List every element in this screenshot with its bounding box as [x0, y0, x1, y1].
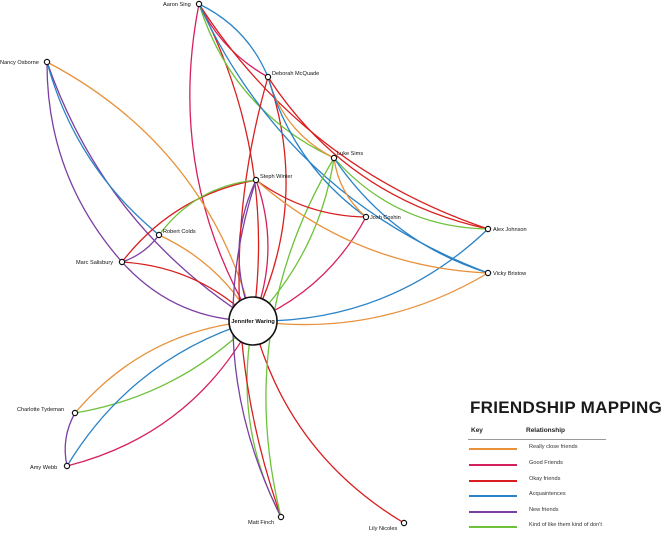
legend-key-header: Key — [471, 427, 483, 434]
edge-center-lily — [252, 320, 405, 524]
legend-swatch — [469, 495, 517, 497]
legend-label: Kind of like them kind of don't — [529, 522, 602, 528]
node-label-aaron: Aaron Sing — [163, 2, 191, 8]
legend-label: Really close friends — [529, 444, 578, 450]
edge-center-nancy — [46, 61, 254, 322]
node-marc — [118, 258, 126, 266]
edge-aaron-deborah — [198, 3, 269, 78]
node-label-matt: Matt Finch — [248, 520, 274, 526]
legend-label: Acquaintences — [529, 491, 566, 497]
node-label-marc: Marc Salisbury — [76, 260, 113, 266]
edge-nancy-robert — [46, 61, 160, 236]
edge-center-matt — [246, 320, 282, 518]
node-label-deborah: Deborah McQuade — [272, 71, 319, 77]
node-amy — [63, 462, 71, 470]
edge-luke-josh — [333, 157, 367, 218]
edge-luke-vicky — [333, 157, 489, 274]
node-label-charlotte: Charlotte Tydeman — [17, 407, 64, 413]
node-deborah — [264, 73, 272, 81]
node-charlotte — [71, 409, 79, 417]
edge-marc-robert — [121, 234, 160, 263]
node-label-luke: Luke Sims — [337, 151, 363, 157]
edge-steph-robert — [158, 179, 257, 236]
node-label-vicky: Vicky Bristow — [493, 271, 527, 277]
relationship-edges — [46, 3, 489, 524]
node-matt — [277, 513, 285, 521]
edge-aaron-vicky — [198, 3, 489, 274]
legend-swatch — [469, 448, 517, 450]
edge-deborah-josh — [267, 76, 367, 218]
edge-aaron-luke — [198, 3, 335, 159]
node-label-steph: Steph Winter — [260, 174, 292, 180]
edge-deborah-matt — [238, 76, 282, 518]
node-label-nancy: Nancy Osborne — [0, 60, 39, 66]
edge-luke-alex — [333, 157, 489, 230]
node-label-alex: Alex Johnson — [493, 227, 527, 233]
edge-steph-marc — [121, 179, 257, 263]
center-node-label: Jennifer Waring — [231, 319, 275, 325]
legend-label: New friends — [529, 507, 559, 513]
edge-center-charlotte — [74, 320, 254, 414]
node-steph — [252, 176, 260, 184]
edge-center-alex — [252, 228, 489, 322]
edge-center-deborah — [252, 76, 287, 322]
edge-center-aaron — [198, 3, 260, 322]
node-aaron — [195, 0, 203, 8]
edge-deborah-luke — [267, 76, 335, 159]
legend-swatch — [469, 480, 517, 482]
legend-swatch — [469, 511, 517, 513]
node-vicky — [484, 269, 492, 277]
edge-center-charlotte — [74, 320, 254, 414]
edge-center-vicky — [252, 272, 489, 326]
edge-center-luke — [252, 157, 335, 322]
edge-center-amy — [66, 320, 254, 467]
edge-charlotte-amy — [64, 412, 76, 467]
edge-center-aaron — [189, 3, 254, 322]
node-label-amy: Amy Webb — [30, 465, 57, 471]
node-nancy — [43, 58, 51, 66]
legend-relationship-header: Relationship — [526, 427, 566, 434]
legend-label: Good Friends — [529, 460, 563, 466]
node-label-josh: Josh Coshin — [370, 215, 401, 221]
edge-steph-matt — [232, 179, 282, 518]
center-node — [228, 296, 278, 346]
node-label-lily: Lily Nicoles — [369, 526, 397, 532]
legend-label: Okay friends — [529, 476, 561, 482]
node-luke — [330, 154, 338, 162]
edge-aaron-deborah — [198, 3, 269, 78]
node-lily — [400, 519, 408, 527]
node-label-robert: Robert Colds — [163, 229, 196, 235]
node-alex — [484, 225, 492, 233]
legend-swatch — [469, 526, 517, 528]
edge-steph-josh — [255, 179, 367, 218]
edge-center-amy — [66, 320, 254, 467]
legend-title: FRIENDSHIP MAPPING — [470, 398, 663, 417]
edge-center-nancy — [46, 61, 254, 322]
edge-steph-vicky — [255, 179, 489, 274]
edge-deborah-alex — [267, 76, 489, 230]
node-robert — [155, 231, 163, 239]
legend-swatch — [469, 464, 517, 466]
node-josh — [362, 213, 370, 221]
edge-nancy-marc — [46, 61, 123, 263]
legend-divider — [468, 439, 606, 440]
edge-aaron-alex — [198, 3, 489, 230]
